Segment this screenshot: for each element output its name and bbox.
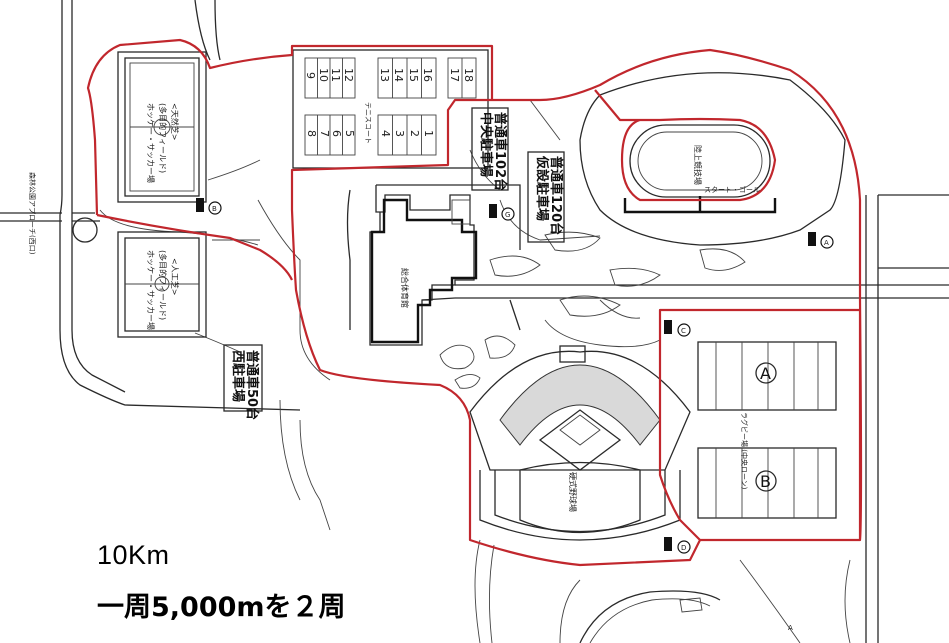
toilet-a-label: A: [824, 239, 829, 247]
west-parking-cap: 普通車50台: [244, 350, 260, 420]
toilet-g-label: G: [505, 211, 510, 219]
temp-parking-label: 仮設駐車場: [534, 155, 550, 221]
court-5: 5: [343, 130, 356, 137]
gym-label: 総合体育館: [400, 268, 410, 308]
route-line: [86, 38, 863, 567]
tennis-courts: 9 10 11 12 13 14 15 16 17 18 8 7 6 5 4 3…: [292, 49, 489, 169]
court-10: 10: [317, 68, 330, 82]
court-11: 11: [329, 68, 342, 82]
bottom-dome: A: [579, 590, 793, 643]
court-12: 12: [342, 68, 355, 82]
artificial-turf-label: <人工芝>: [170, 258, 180, 295]
court-13: 13: [378, 68, 391, 82]
field-b-label: B: [760, 472, 771, 491]
central-parking-cap: 普通車102台: [492, 112, 508, 191]
track-field-label: 陸上競技場: [693, 145, 703, 185]
court-7: 7: [318, 130, 331, 137]
court-9: 9: [304, 72, 317, 79]
baseball-stadium: 硬式野球場: [469, 345, 691, 541]
central-parking-label: 中央駐車場: [478, 112, 494, 177]
toilet-d-label: D: [681, 544, 686, 552]
toilet-d: D: [664, 537, 691, 554]
start-goal-label: スタート・ゴール: [704, 185, 760, 194]
temp-parking: 仮設駐車場 普通車120台: [527, 151, 565, 243]
hockey-soccer-artificial-label: ホッケー・サッカー場: [146, 250, 156, 330]
forest-approach-label: 森林公園アプローチ(西口): [28, 172, 37, 255]
natural-turf-label: <天然芝>: [170, 103, 180, 140]
athletics-stadium: 陸上競技場 スタート・ゴール: [579, 72, 846, 246]
rugby-fields: A B ラグビー場 (中央ローン): [697, 341, 837, 519]
distance-caption: 10Km: [97, 540, 170, 570]
hockey-soccer-natural-field: ホッケー・サッカー場 (多目的フィールド) <天然芝>: [117, 51, 207, 203]
central-parking: 中央駐車場 普通車102台: [471, 107, 509, 191]
tennis-label: テニスコート: [364, 102, 372, 144]
court-6: 6: [330, 130, 343, 137]
hockey-soccer-artificial-field: ホッケー・サッカー場 (多目的フィールド) <人工芝>: [117, 231, 207, 338]
running-route: [86, 38, 863, 567]
court-1: 1: [422, 130, 435, 137]
toilet-c: C: [664, 320, 691, 337]
court-14: 14: [392, 68, 405, 82]
gymnasium: 総合体育館: [369, 185, 478, 346]
court-16: 16: [421, 68, 434, 82]
field-a-label: A: [760, 364, 771, 383]
toilet-c-label: C: [681, 327, 686, 335]
temp-parking-cap: 普通車120台: [548, 156, 564, 235]
court-15: 15: [407, 68, 420, 82]
court-2: 2: [408, 130, 421, 137]
court-8: 8: [305, 130, 318, 137]
multi-field-2-label: (多目的フィールド): [158, 250, 168, 320]
court-4: 4: [379, 130, 392, 137]
multi-field-1-label: (多目的フィールド): [158, 103, 168, 173]
court-17: 17: [448, 68, 461, 82]
route-line-west: [96, 213, 293, 281]
toilet-a: A: [808, 232, 834, 249]
baseball-label: 硬式野球場: [568, 472, 578, 512]
court-18: 18: [462, 68, 475, 82]
toilet-b-label: B: [212, 205, 217, 213]
west-parking: 西駐車場 普通車50台: [223, 344, 263, 420]
court-3: 3: [393, 130, 406, 137]
toilet-g: G: [489, 204, 515, 221]
lap-caption: 一周5,000mを２周: [97, 592, 346, 623]
west-parking-label: 西駐車場: [230, 350, 246, 402]
hockey-soccer-natural-label: ホッケー・サッカー場: [146, 103, 156, 183]
toilet-b: B: [196, 198, 222, 215]
rugby-label: ラグビー場 (中央ローン): [740, 412, 749, 490]
dome-a-label: A: [788, 624, 793, 632]
